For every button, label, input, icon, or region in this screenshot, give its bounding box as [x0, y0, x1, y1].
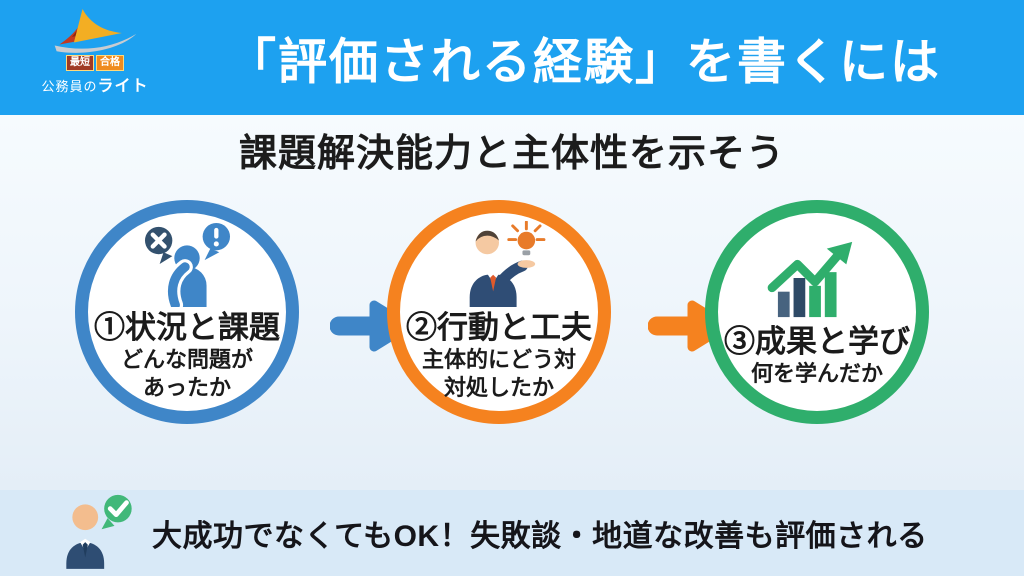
step-1-title: ①状況と課題	[94, 310, 280, 346]
footer-note: 大成功でなくてもOK！失敗談・地道な改善も評価される	[0, 490, 1024, 576]
step-3-subtitle: 何を学んだか	[751, 360, 883, 389]
step-1-circle: ①状況と課題 どんな問題が あったか	[75, 200, 299, 424]
step-3-circle: ③成果と学び 何を学んだか	[705, 200, 929, 424]
footer-text: 大成功でなくてもOK！失敗談・地道な改善も評価される	[152, 520, 928, 553]
brand-name: 公務員のライト	[28, 72, 162, 96]
mountain-sail-logo-icon	[28, 7, 162, 57]
thinking-person-icon	[132, 221, 242, 313]
growth-chart-icon	[762, 235, 872, 321]
step-2-subtitle: 主体的にどう対 対処したか	[422, 346, 576, 403]
businessman-check-icon	[56, 493, 142, 574]
logo-badge: 最短 合格	[28, 55, 162, 71]
page-title: 「評価される経験」を書くには	[226, 35, 941, 89]
step-3-title: ③成果と学び	[724, 324, 910, 360]
brand-logo: 最短 合格 公務員のライト	[28, 7, 162, 96]
step-1-subtitle: どんな問題が あったか	[121, 346, 253, 403]
main-area: 課題解決能力と主体性を示そう ①状況と課題	[0, 115, 1024, 490]
header-bar: 最短 合格 公務員のライト 「評価される経験」を書くには	[0, 0, 1024, 115]
badge-saitan: 最短	[66, 55, 94, 71]
slide-subtitle: 課題解決能力と主体性を示そう	[238, 133, 785, 175]
step-2-subtitle-line1: 主体的にどう対	[421, 346, 576, 372]
brand-name-prefix: 公務員の	[41, 79, 98, 94]
badge-goukaku: 合格	[96, 55, 124, 71]
step-1-subtitle-line2: あったか	[142, 375, 231, 401]
businessman-idea-icon	[444, 220, 554, 308]
step-2-title: ②行動と工夫	[406, 310, 592, 346]
step-3-subtitle-line1: 何を学んだか	[750, 361, 883, 387]
step-1-subtitle-line1: どんな問題が	[120, 346, 253, 372]
step-2-subtitle-line2: 対処したか	[443, 375, 554, 401]
step-2-circle: ②行動と工夫 主体的にどう対 対処したか	[387, 200, 611, 424]
brand-name-suffix: ライト	[97, 78, 149, 95]
